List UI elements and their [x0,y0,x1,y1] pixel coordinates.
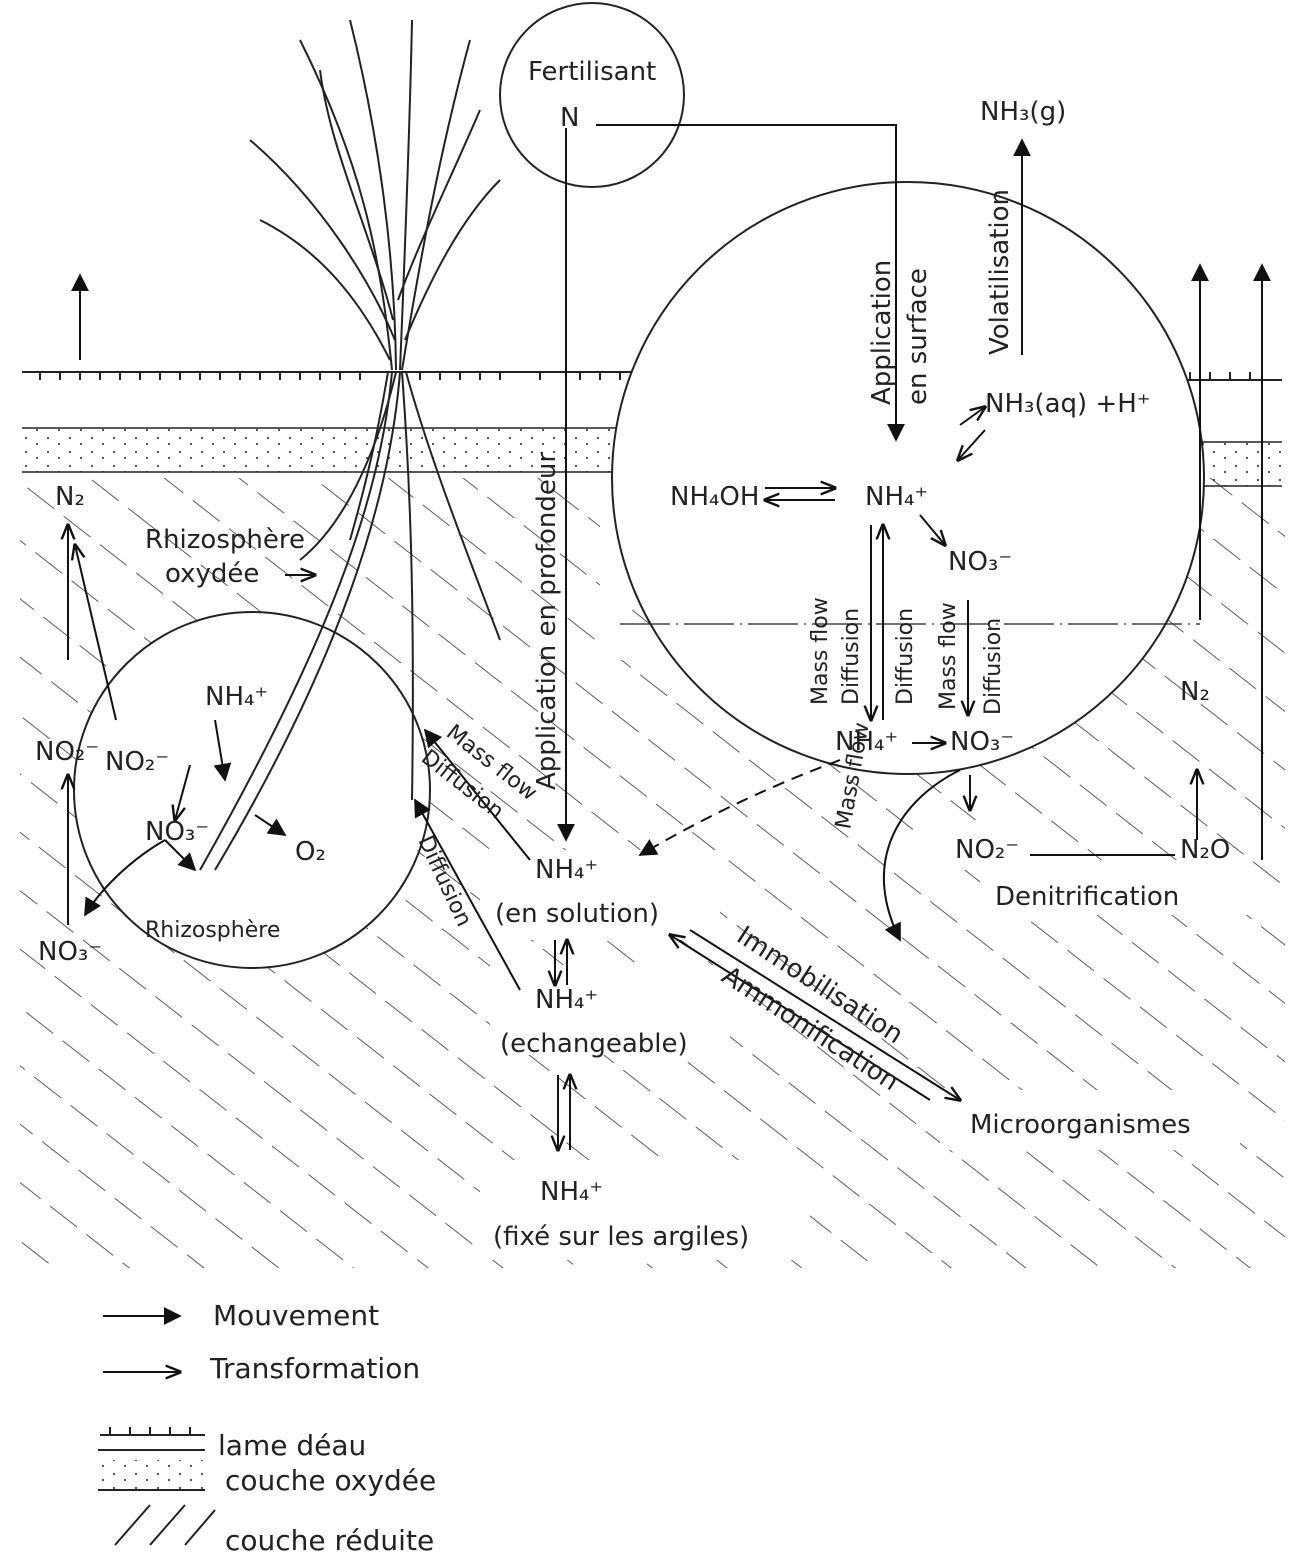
label-fertilisant: Fertilisant [528,57,656,87]
label-application-surface-2: en surface [903,268,933,405]
label-no2-left: NO₂⁻ [35,737,99,767]
label-n2o: N₂O [1180,835,1230,865]
label-nh4-inner: NH₄⁺ [205,682,268,712]
legend-lame-eau: lame déau [218,1429,366,1462]
rhizosphere-circle [74,612,430,968]
legend-water-symbol [98,1427,205,1450]
label-nh4-echangeable: NH₄⁺ [535,985,598,1015]
label-diffusion-b: Diffusion [893,608,918,705]
label-rhizosphere-oxydee-2: oxydée [165,559,259,589]
label-no2-right: NO₂⁻ [955,835,1019,865]
label-nh3aq: NH₃(aq) +H⁺ [985,389,1150,419]
label-nh4-solution: NH₄⁺ [535,855,598,885]
label-volatilisation: Volatilisation [985,189,1015,355]
label-n2-right: N₂ [1180,677,1210,707]
label-nh4-top: NH₄⁺ [865,482,928,512]
legend: Mouvement Transformation lame déau couch… [98,1299,436,1557]
label-no3-top: NO₃⁻ [948,547,1012,577]
label-n2-left: N₂ [55,482,85,512]
label-microorganismes: Microorganismes [970,1110,1191,1140]
label-en-solution: (en solution) [495,899,659,929]
label-application-profondeur: Application en profondeur [532,452,562,790]
label-diffusion-c: Diffusion [981,618,1006,715]
label-mass-flow-a: Mass flow [808,597,833,705]
legend-hatch-symbol [115,1505,215,1545]
legend-mouvement: Mouvement [213,1299,379,1332]
label-nh4-fixe: NH₄⁺ [540,1177,603,1207]
label-no3-left: NO₃⁻ [38,937,102,967]
label-rhizosphere: Rhizosphère [145,918,280,943]
label-mass-flow-b: Mass flow [936,602,961,710]
label-application-surface-1: Application [867,260,897,405]
label-fixe-argiles: (fixé sur les argiles) [493,1222,749,1252]
legend-couche-oxydee: couche oxydée [225,1464,436,1497]
legend-couche-reduite: couche réduite [225,1524,434,1557]
legend-transformation: Transformation [209,1352,420,1385]
label-nh4oh: NH₄OH [670,482,759,512]
label-diffusion-a: Diffusion [839,608,864,705]
label-n: N [560,103,579,133]
label-no3-mid: NO₃⁻ [950,727,1014,757]
label-denitrification: Denitrification [995,882,1179,912]
label-nh3g: NH₃(g) [980,97,1066,127]
label-echangeable: (echangeable) [500,1029,688,1059]
label-no2-inner: NO₂⁻ [105,747,169,777]
fertilizer-circle [500,3,684,187]
label-rhizosphere-oxydee-1: Rhizosphère [145,525,305,555]
label-o2: O₂ [295,837,326,867]
label-no3-inner: NO₃⁻ [145,817,209,847]
